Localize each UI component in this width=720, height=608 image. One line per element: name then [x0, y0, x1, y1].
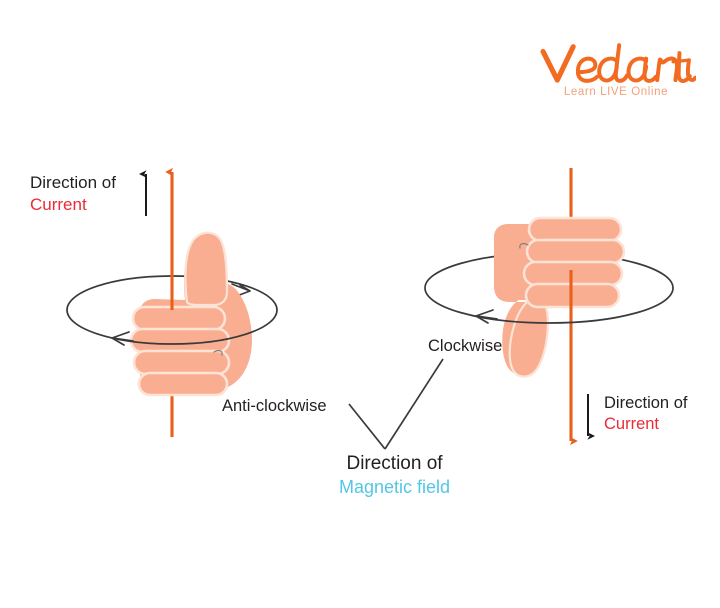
hand-finger-1-right: [527, 216, 623, 243]
field-arrowhead-front-right: [475, 309, 498, 324]
label-direction-of-current-right: Direction of Current: [604, 393, 687, 435]
right-hand-graphic: [494, 216, 626, 378]
leader-line-anticlockwise: [348, 403, 386, 450]
field-ellipse-front-left: [66, 309, 278, 345]
hand-crease-right: [519, 242, 529, 249]
label-direction-of-current-right-line1: Direction of: [604, 394, 688, 412]
logo-tagline: Learn LIVE Online: [563, 86, 669, 98]
left-hand-graphic: [129, 231, 252, 397]
hand-finger-2-right: [525, 238, 626, 265]
hand-finger-1-left: [131, 305, 227, 332]
label-direction-of-current-left-line1: Direction of: [30, 173, 116, 192]
field-ellipse-front-right: [424, 287, 674, 324]
hand-finger-4-left: [137, 371, 229, 397]
label-direction-of-current-right-line2: Current: [604, 415, 660, 434]
label-magnetic-field-line2: Magnetic field: [339, 477, 451, 498]
label-direction-of-magnetic-field: Direction of Magnetic field: [339, 452, 450, 499]
label-direction-of-current-left-line2: Current: [30, 194, 87, 214]
label-direction-of-current-left: Direction of Current: [30, 172, 116, 216]
vedantu-logo: Learn LIVE Online: [536, 42, 696, 110]
label-clockwise: Clockwise: [428, 337, 503, 355]
label-magnetic-field-line1: Direction of: [346, 453, 443, 474]
field-arrowhead-front-left: [111, 331, 134, 346]
vedantu-wordmark-icon: [540, 43, 696, 83]
hand-finger-3-right: [522, 260, 624, 287]
label-anticlockwise: Anti-clockwise: [222, 397, 327, 415]
hand-thumb-left: [184, 231, 229, 307]
hand-finger-3-left: [132, 349, 231, 376]
magnetic-field-leader-lines: [348, 358, 444, 450]
hand-crease-left: [213, 349, 223, 356]
left-hand-diagram: [66, 167, 278, 437]
right-hand-diagram: [424, 168, 674, 446]
leader-line-clockwise: [384, 358, 444, 450]
